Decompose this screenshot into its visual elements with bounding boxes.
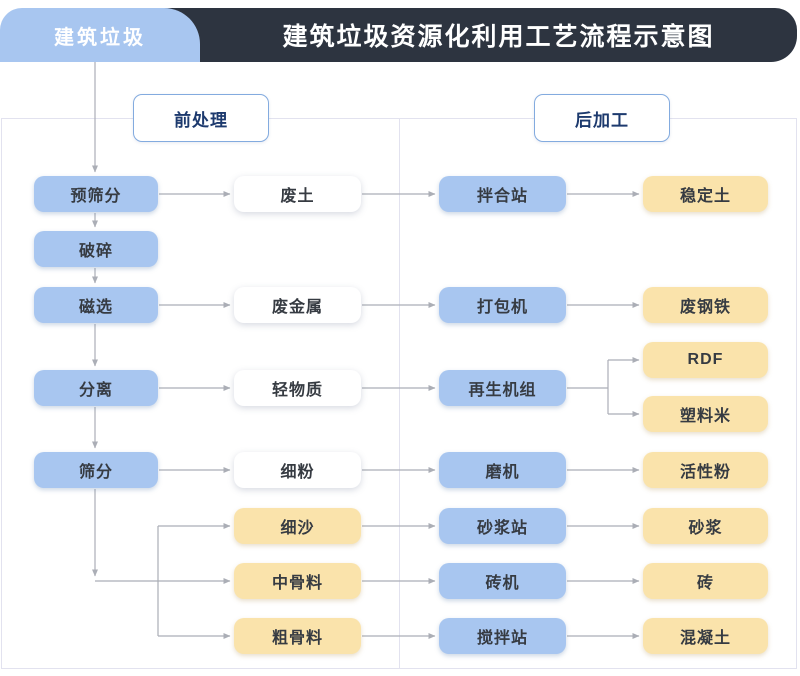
node-separation: 分离: [34, 370, 158, 406]
node-magnetic-separation: 磁选: [34, 287, 158, 323]
node-regeneration-unit: 再生机组: [439, 370, 566, 406]
node-rdf: RDF: [643, 342, 768, 378]
source-tab-label: 建筑垃圾: [54, 26, 146, 49]
node-brick: 砖: [643, 563, 768, 599]
node-crushing: 破碎: [34, 231, 158, 267]
node-mortar: 砂浆: [643, 508, 768, 544]
node-fine-powder: 细粉: [234, 452, 361, 488]
section-badge-pretreatment: 前处理: [133, 94, 269, 142]
source-tab: 建筑垃圾: [0, 8, 200, 62]
node-brick-machine: 砖机: [439, 563, 566, 599]
node-medium-aggregate: 中骨料: [234, 563, 361, 599]
node-light-material: 轻物质: [234, 370, 361, 406]
header-bar: 建筑垃圾资源化利用工艺流程示意图: [60, 8, 797, 62]
node-plastic-pellets: 塑料米: [643, 396, 768, 432]
node-coarse-aggregate: 粗骨料: [234, 618, 361, 654]
node-pre-screening: 预筛分: [34, 176, 158, 212]
section-badge-postprocessing: 后加工: [534, 94, 670, 142]
node-screening: 筛分: [34, 452, 158, 488]
node-mortar-plant: 砂浆站: [439, 508, 566, 544]
node-concrete-plant: 搅拌站: [439, 618, 566, 654]
node-fine-sand: 细沙: [234, 508, 361, 544]
node-stabilized-soil: 稳定土: [643, 176, 768, 212]
node-scrap-steel: 废钢铁: [643, 287, 768, 323]
node-waste-soil: 废土: [234, 176, 361, 212]
node-mill: 磨机: [439, 452, 566, 488]
node-baler: 打包机: [439, 287, 566, 323]
node-active-powder: 活性粉: [643, 452, 768, 488]
page-title: 建筑垃圾资源化利用工艺流程示意图: [282, 23, 715, 51]
section-divider: [399, 119, 400, 668]
node-concrete: 混凝土: [643, 618, 768, 654]
node-mixing-plant: 拌合站: [439, 176, 566, 212]
node-waste-metal: 废金属: [234, 287, 361, 323]
